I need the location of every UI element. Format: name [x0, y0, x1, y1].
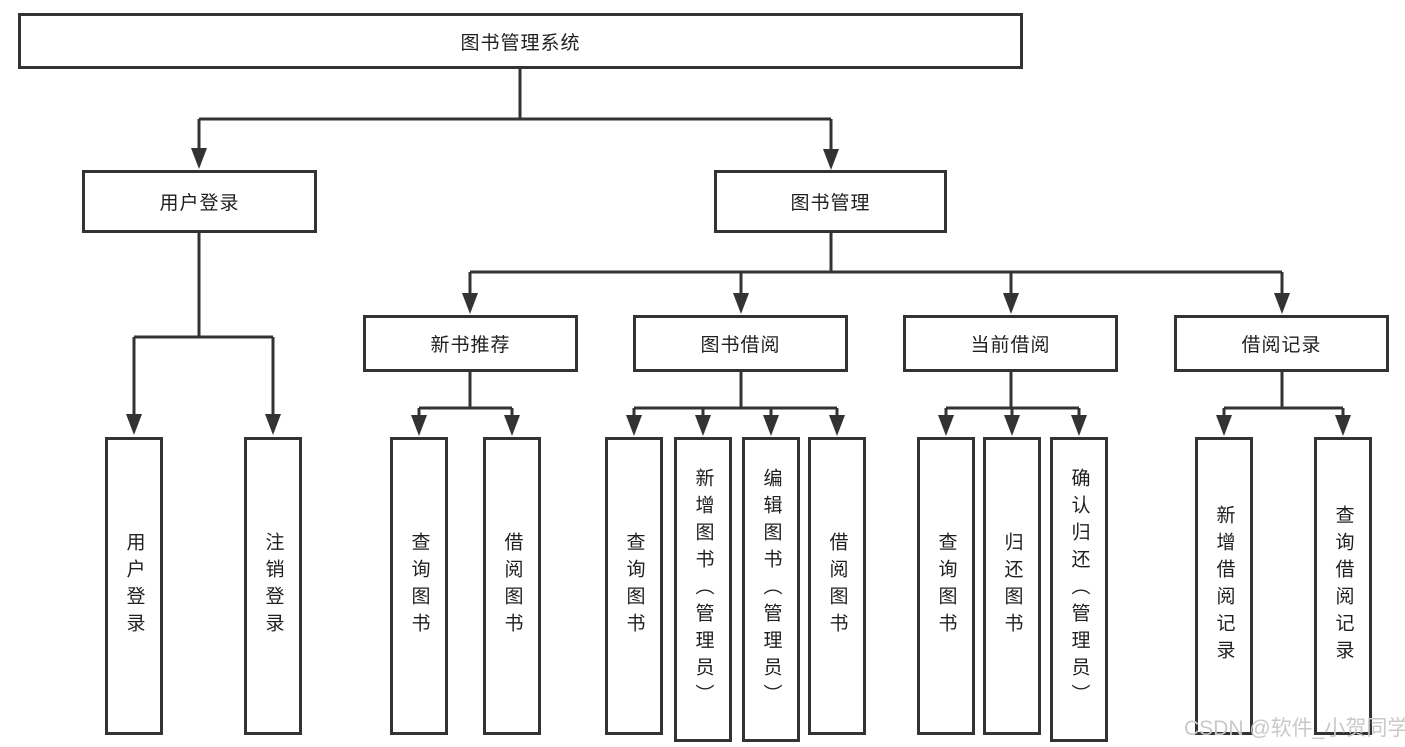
- leaf-borrow-query-label: 查询图书: [623, 532, 645, 640]
- leaf-logout-label: 注销登录: [262, 532, 284, 640]
- leaf-current-confirm-label: 确认归还（管理员）: [1068, 468, 1090, 711]
- leaf-current-confirm: 确认归还（管理员）: [1050, 437, 1108, 742]
- leaf-logout: 注销登录: [244, 437, 302, 735]
- leaf-borrow-add-label: 新增图书（管理员）: [692, 468, 714, 711]
- leaf-current-return-label: 归还图书: [1001, 532, 1023, 640]
- node-current-borrow: 当前借阅: [903, 315, 1118, 372]
- leaf-records-add: 新增借阅记录: [1195, 437, 1253, 735]
- node-new-book-recommend: 新书推荐: [363, 315, 578, 372]
- leaf-borrow-edit: 编辑图书（管理员）: [742, 437, 800, 742]
- leaf-borrow-borrow-label: 借阅图书: [826, 532, 848, 640]
- leaf-user-login: 用户登录: [105, 437, 163, 735]
- leaf-borrow-borrow: 借阅图书: [808, 437, 866, 735]
- node-borrow-records: 借阅记录: [1174, 315, 1389, 372]
- csdn-watermark: CSDN @软件_小贺同学: [1184, 717, 1405, 740]
- leaf-records-query-label: 查询借阅记录: [1332, 505, 1354, 667]
- node-user-login-branch: 用户登录: [82, 170, 317, 233]
- leaf-current-return: 归还图书: [983, 437, 1041, 735]
- node-book-management-branch: 图书管理: [714, 170, 947, 233]
- leaf-current-query-label: 查询图书: [935, 532, 957, 640]
- leaf-records-query: 查询借阅记录: [1314, 437, 1372, 735]
- node-library-system: 图书管理系统: [18, 13, 1023, 69]
- leaf-newbook-borrow: 借阅图书: [483, 437, 541, 735]
- leaf-newbook-query: 查询图书: [390, 437, 448, 735]
- leaf-borrow-add: 新增图书（管理员）: [674, 437, 732, 742]
- leaf-newbook-query-label: 查询图书: [408, 532, 430, 640]
- leaf-borrow-edit-label: 编辑图书（管理员）: [760, 468, 782, 711]
- node-book-borrow: 图书借阅: [633, 315, 848, 372]
- leaf-current-query: 查询图书: [917, 437, 975, 735]
- leaf-records-add-label: 新增借阅记录: [1213, 505, 1235, 667]
- leaf-newbook-borrow-label: 借阅图书: [501, 532, 523, 640]
- leaf-user-login-label: 用户登录: [123, 532, 145, 640]
- leaf-borrow-query: 查询图书: [605, 437, 663, 735]
